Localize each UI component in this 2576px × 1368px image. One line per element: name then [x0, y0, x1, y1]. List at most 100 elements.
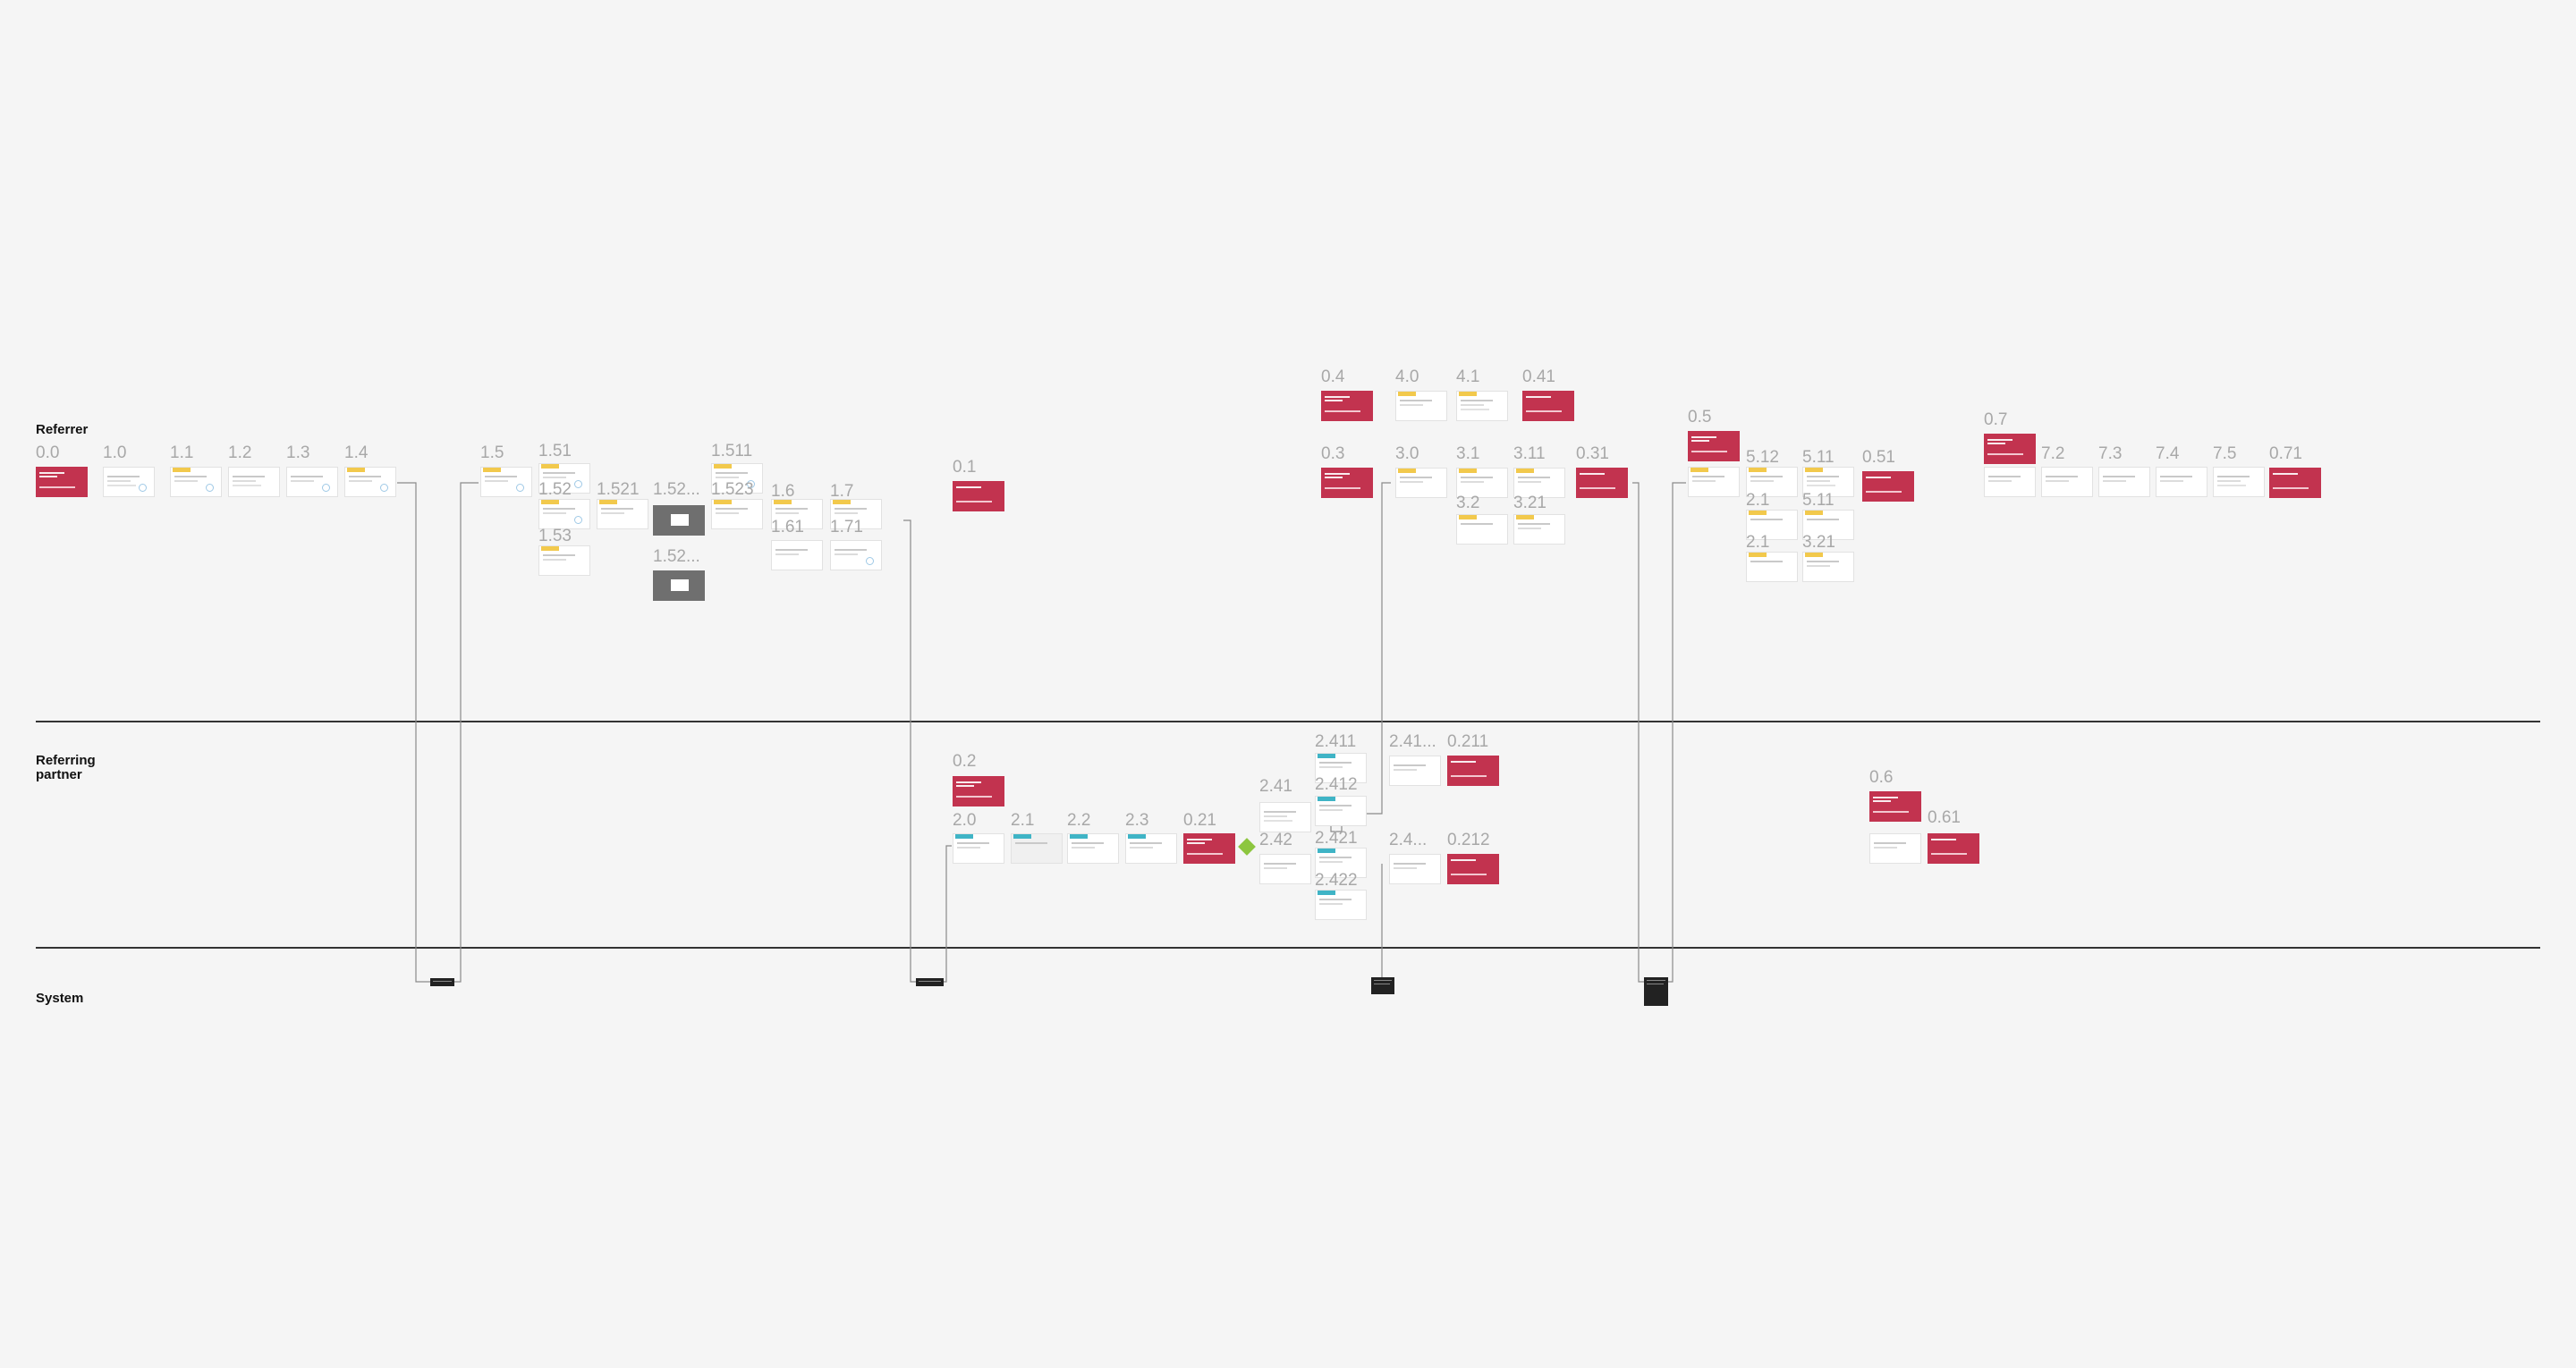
lane-divider-referrer-partner [36, 721, 2540, 722]
step-label: 1.71 [830, 518, 863, 536]
system-node-1[interactable] [430, 978, 454, 986]
screen-card-1-523[interactable] [711, 499, 763, 529]
red-card-0-1[interactable] [953, 481, 1004, 511]
step-label: 3.11 [1513, 444, 1546, 463]
step-label: 2.0 [953, 811, 977, 830]
red-card-0-0[interactable] [36, 467, 88, 497]
screen-card-1-511[interactable] [711, 463, 763, 494]
screen-card-2-41[interactable] [1259, 802, 1311, 832]
system-node-4[interactable] [1644, 977, 1668, 1006]
step-label: 2.4... [1389, 831, 1428, 849]
screen-card-5-11[interactable] [1802, 467, 1854, 497]
system-node-3[interactable] [1371, 977, 1394, 994]
screen-card-2-3[interactable] [1125, 833, 1177, 864]
screen-card-1-53[interactable] [538, 545, 590, 576]
step-label: 1.1 [170, 443, 194, 462]
screen-card-1-521[interactable] [597, 499, 648, 529]
red-card-0-31[interactable] [1576, 468, 1628, 498]
red-card-0-212[interactable] [1447, 854, 1499, 884]
step-label: 1.5 [480, 443, 504, 462]
step-label: 0.31 [1576, 444, 1609, 463]
screen-card-2-422[interactable] [1315, 890, 1367, 920]
screen-card-0-6-sub[interactable] [1869, 833, 1921, 864]
step-label: 4.0 [1395, 367, 1419, 386]
connector-0-1-to-2-0 [903, 519, 952, 983]
screen-card-0-7-sub[interactable] [1984, 467, 2036, 497]
screen-card-3-2[interactable] [1456, 514, 1508, 545]
screen-card-3-1[interactable] [1456, 468, 1508, 498]
red-card-0-211[interactable] [1447, 756, 1499, 786]
screen-card-5-11b[interactable] [1802, 510, 1854, 540]
red-card-0-5[interactable] [1688, 431, 1740, 461]
red-card-0-3[interactable] [1321, 468, 1373, 498]
screen-card-1-6[interactable] [771, 499, 823, 529]
screen-card-0-5-sub[interactable] [1688, 467, 1740, 497]
step-label: 0.5 [1688, 408, 1712, 426]
step-label: 1.52... [653, 547, 700, 566]
screen-card-3-0[interactable] [1395, 468, 1447, 498]
step-label: 5.11 [1802, 448, 1835, 467]
screen-card-1-5[interactable] [480, 467, 532, 497]
screen-card-2-0[interactable] [953, 833, 1004, 864]
screen-card-1-2[interactable] [228, 467, 280, 497]
step-label: 0.71 [2269, 444, 2302, 463]
red-card-0-41[interactable] [1522, 391, 1574, 421]
overlay-card-1-52a[interactable] [653, 505, 705, 536]
screen-card-2-412[interactable] [1315, 796, 1367, 826]
connector-1-4-to-1-5 [397, 482, 479, 983]
screen-card-2-1-r[interactable] [1746, 510, 1798, 540]
screen-card-7-4[interactable] [2156, 467, 2207, 497]
screen-card-7-5[interactable] [2213, 467, 2265, 497]
screen-card-1-3[interactable] [286, 467, 338, 497]
screen-card-1-0[interactable] [103, 467, 155, 497]
screen-card-2-41x[interactable] [1389, 756, 1441, 786]
overlay-card-1-52b[interactable] [653, 570, 705, 601]
screen-card-2-2[interactable] [1067, 833, 1119, 864]
red-card-0-61[interactable] [1928, 833, 1979, 864]
screen-card-1-61[interactable] [771, 540, 823, 570]
red-card-0-7[interactable] [1984, 434, 2036, 464]
step-label: 7.5 [2213, 444, 2237, 463]
screen-card-2-1[interactable] [1011, 833, 1063, 864]
screen-card-1-52[interactable] [538, 499, 590, 529]
screen-card-3-21b[interactable] [1802, 552, 1854, 582]
screen-card-1-1[interactable] [170, 467, 222, 497]
lane-label-referrer: Referrer [36, 422, 89, 437]
step-label: 1.51 [538, 442, 572, 460]
screen-card-4-1[interactable] [1456, 391, 1508, 421]
step-label: 2.1 [1011, 811, 1035, 830]
screen-card-2-1-s[interactable] [1746, 552, 1798, 582]
screen-card-7-2[interactable] [2041, 467, 2093, 497]
red-card-0-4[interactable] [1321, 391, 1373, 421]
screen-card-1-51[interactable] [538, 463, 590, 494]
screen-card-1-71[interactable] [830, 540, 882, 570]
screen-card-2-421[interactable] [1315, 848, 1367, 878]
red-card-0-2[interactable] [953, 776, 1004, 806]
screen-card-4-0[interactable] [1395, 391, 1447, 421]
lane-label-referring-partner: Referring partner [36, 753, 96, 782]
lane-label-system: System [36, 991, 84, 1006]
screen-card-3-21[interactable] [1513, 514, 1565, 545]
screen-card-3-11[interactable] [1513, 468, 1565, 498]
screen-card-1-7[interactable] [830, 499, 882, 529]
screen-card-7-3[interactable] [2098, 467, 2150, 497]
red-card-0-6[interactable] [1869, 791, 1921, 822]
system-node-2[interactable] [916, 978, 944, 986]
screen-card-2-42[interactable] [1259, 854, 1311, 884]
step-label: 2.411 [1315, 732, 1357, 751]
step-label: 1.52... [653, 480, 700, 499]
step-label: 1.61 [771, 518, 804, 536]
screen-card-2-4x[interactable] [1389, 854, 1441, 884]
screen-card-5-12[interactable] [1746, 467, 1798, 497]
step-label: 5.12 [1746, 448, 1779, 467]
step-label: 2.412 [1315, 775, 1358, 794]
step-label: 0.51 [1862, 448, 1895, 467]
red-card-0-51[interactable] [1862, 471, 1914, 502]
red-card-0-71[interactable] [2269, 468, 2321, 498]
screen-card-2-411[interactable] [1315, 753, 1367, 783]
red-card-0-21[interactable] [1183, 833, 1235, 864]
step-label: 2.422 [1315, 871, 1358, 890]
screen-card-1-4[interactable] [344, 467, 396, 497]
step-label: 0.61 [1928, 808, 1961, 827]
